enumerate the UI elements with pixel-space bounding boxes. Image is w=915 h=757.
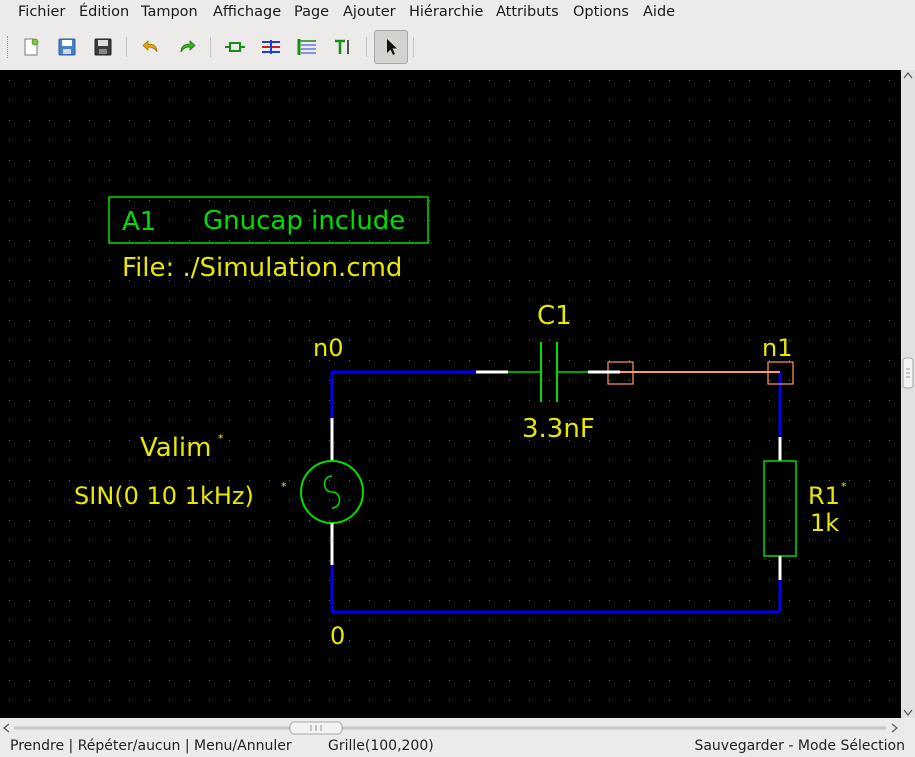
grid-dots <box>0 70 901 718</box>
menu-bar: Fichier Édition Tampon Affichage Page Aj… <box>0 0 915 26</box>
vertical-scrollbar-graphic <box>902 72 914 716</box>
cap-refdes: C1 <box>537 301 572 331</box>
save-button[interactable] <box>88 32 118 62</box>
scroll-right-icon <box>891 723 898 733</box>
add-net-icon <box>262 40 280 54</box>
open-file-icon <box>58 38 76 56</box>
source-value-mark: * <box>281 480 287 493</box>
select-arrow-icon <box>387 39 397 55</box>
add-text-icon <box>335 39 349 54</box>
status-mode: Sauvegarder - Mode Sélection <box>694 738 905 754</box>
menu-options[interactable]: Options <box>573 4 629 20</box>
include-refdes: A1 <box>122 207 156 237</box>
menu-tampon[interactable]: Tampon <box>141 4 198 20</box>
source-name: Valim <box>140 433 211 463</box>
include-file: File: ./Simulation.cmd <box>122 253 402 283</box>
schematic-drawing: A1 Gnucap include File: ./Simulation.cmd… <box>0 70 901 718</box>
resistor-r1[interactable] <box>763 437 797 580</box>
net-label-n0: n0 <box>313 334 343 362</box>
schematic-canvas[interactable]: A1 Gnucap include File: ./Simulation.cmd… <box>0 70 901 718</box>
menu-page[interactable]: Page <box>294 4 330 20</box>
scroll-down-icon <box>903 709 913 716</box>
status-grid: Grille(100,200) <box>328 738 434 754</box>
grip-right[interactable] <box>767 361 794 385</box>
cap-value: 3.3nF <box>522 414 595 444</box>
voltage-source-valim[interactable] <box>300 418 364 565</box>
add-component-icon <box>225 42 245 52</box>
menu-aide[interactable]: Aide <box>643 4 676 20</box>
undo-icon <box>142 40 158 53</box>
open-button[interactable] <box>52 32 82 62</box>
status-bar: Prendre | Répéter/aucun | Menu/Annuler G… <box>0 737 915 757</box>
new-button[interactable] <box>16 32 46 62</box>
source-value: SIN(0 10 1kHz) <box>74 482 254 510</box>
horizontal-scrollbar[interactable] <box>0 719 901 737</box>
include-title: Gnucap include <box>203 206 405 236</box>
res-refdes: R1 <box>808 482 840 510</box>
add-bus-button[interactable] <box>292 32 322 62</box>
select-button[interactable] <box>374 30 408 64</box>
add-text-button[interactable] <box>328 32 358 62</box>
new-file-icon <box>24 38 39 56</box>
menu-edition[interactable]: Édition <box>79 4 130 20</box>
menu-affichage[interactable]: Affichage <box>213 4 282 20</box>
redo-button[interactable] <box>172 32 202 62</box>
res-value: 1k <box>810 509 839 537</box>
vertical-scrollbar[interactable] <box>901 70 915 718</box>
menu-ajouter[interactable]: Ajouter <box>343 4 396 20</box>
capacitor-c1[interactable] <box>476 342 620 402</box>
toolbar-grip[interactable] <box>7 36 10 58</box>
include-box[interactable] <box>108 196 429 244</box>
add-bus-icon <box>297 39 316 55</box>
status-mouse-actions: Prendre | Répéter/aucun | Menu/Annuler <box>10 738 292 754</box>
undo-button[interactable] <box>136 32 166 62</box>
net-label-0: 0 <box>330 622 345 650</box>
net-label-n1: n1 <box>762 334 792 362</box>
scroll-left-icon <box>3 723 10 733</box>
source-name-mark: * <box>218 432 224 445</box>
menu-hierarchie[interactable]: Hiérarchie <box>409 4 484 20</box>
menu-attributs[interactable]: Attributs <box>496 4 559 20</box>
res-refdes-mark: * <box>841 480 847 493</box>
add-net-button[interactable] <box>256 32 286 62</box>
add-component-button[interactable] <box>220 32 250 62</box>
menu-fichier[interactable]: Fichier <box>18 4 66 20</box>
scroll-up-icon <box>903 72 913 79</box>
save-icon <box>94 38 112 56</box>
horizontal-scrollbar-graphic <box>3 721 898 735</box>
redo-icon <box>180 40 196 53</box>
toolbar <box>0 28 915 68</box>
